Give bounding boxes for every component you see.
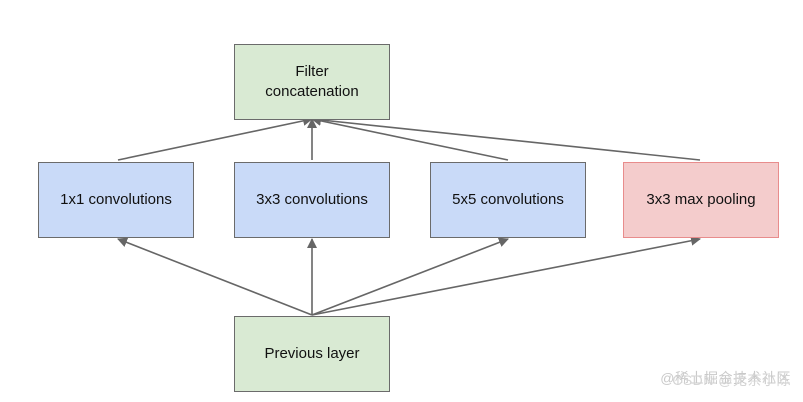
- watermark-line1: @稀土掘金技术社区: [660, 370, 791, 386]
- arrow-previous-to-conv1x1: [117, 237, 313, 316]
- conv-3x3-node: 3x3 convolutions: [234, 162, 390, 238]
- conv-1x1-node: 1x1 convolutions: [38, 162, 194, 238]
- arrow-maxpool-to-concat: [311, 114, 701, 161]
- arrow-previous-to-maxpool: [311, 235, 701, 316]
- conv-5x5-node: 5x5 convolutions: [430, 162, 586, 238]
- arrow-conv5x5-to-concat: [311, 115, 509, 161]
- watermark-line2: CSDN @无奈小陈: [672, 372, 791, 388]
- previous-layer-label: Previous layer: [264, 345, 360, 362]
- conv-1x1-label: 1x1 convolutions: [60, 191, 172, 208]
- conv-5x5-label: 5x5 convolutions: [452, 191, 564, 208]
- arrow-conv1x1-to-concat: [117, 115, 313, 161]
- watermark: @稀土掘金技术社区 CSDN @无奈小陈: [660, 368, 791, 388]
- conv-3x3-label: 3x3 convolutions: [256, 191, 368, 208]
- filter-concatenation-label: Filter concatenation: [265, 63, 359, 100]
- previous-layer-node: Previous layer: [234, 316, 390, 392]
- max-pooling-node: 3x3 max pooling: [623, 162, 779, 238]
- max-pooling-label: 3x3 max pooling: [646, 191, 756, 208]
- filter-concatenation-node: Filter concatenation: [234, 44, 390, 120]
- arrow-previous-to-conv5x5: [311, 237, 509, 316]
